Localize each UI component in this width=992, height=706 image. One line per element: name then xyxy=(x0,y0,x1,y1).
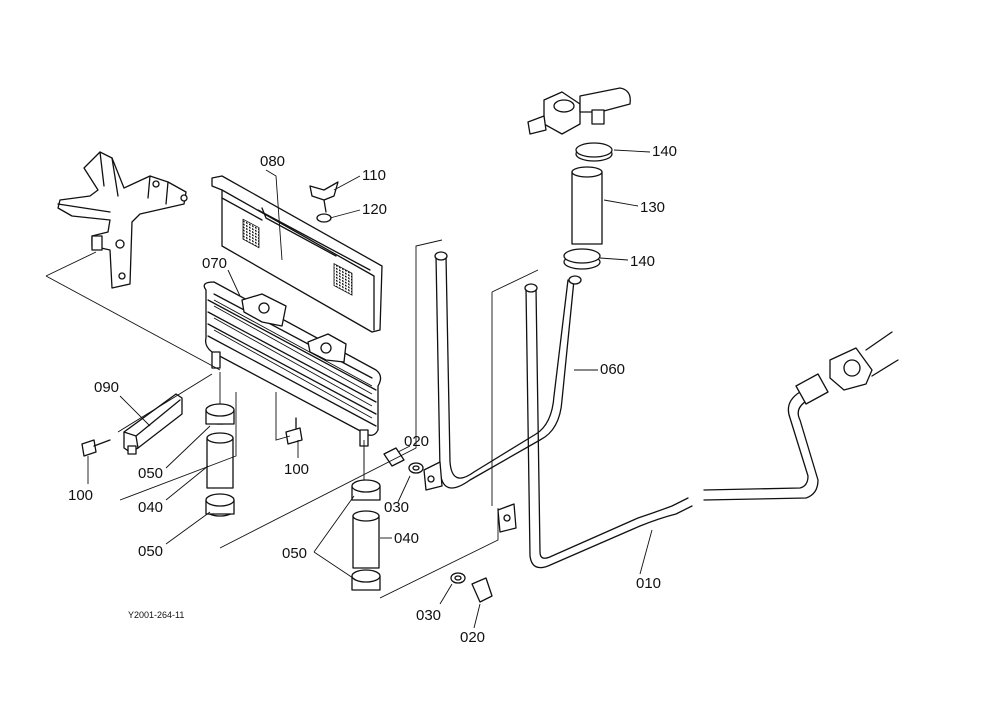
label-020-upper: 020 xyxy=(404,433,429,450)
shroud-plate xyxy=(211,175,383,333)
label-030-upper: 030 xyxy=(384,499,409,516)
pipe-060 xyxy=(423,251,582,491)
right-hose-assembly xyxy=(351,479,381,591)
label-080: 080 xyxy=(260,153,285,170)
support-bracket xyxy=(123,393,183,455)
label-050-lower: 050 xyxy=(138,543,163,560)
label-030-lower: 030 xyxy=(416,607,441,624)
oil-cooler xyxy=(203,281,382,447)
label-leaders xyxy=(87,149,653,629)
hose-clamp-lower xyxy=(563,248,601,270)
label-100-center: 100 xyxy=(284,461,309,478)
label-130: 130 xyxy=(640,199,665,216)
label-140-lower: 140 xyxy=(630,253,655,270)
washer-030-lower xyxy=(450,572,466,584)
bolt-020-lower xyxy=(471,577,493,603)
label-050-right: 050 xyxy=(282,545,307,562)
rubber-hose-130 xyxy=(571,166,603,245)
label-120: 120 xyxy=(362,201,387,218)
label-010: 010 xyxy=(636,575,661,592)
label-140-upper: 140 xyxy=(652,143,677,160)
label-060: 060 xyxy=(600,361,625,378)
assembly-lines xyxy=(45,239,539,599)
left-hose-assembly xyxy=(205,403,235,517)
label-040-right: 040 xyxy=(394,530,419,547)
wing-bolt xyxy=(309,181,339,213)
banjo-fitting xyxy=(527,87,631,135)
bolt-left xyxy=(81,439,111,457)
label-040-left: 040 xyxy=(138,499,163,516)
figure-reference: Y2001-264-11 xyxy=(128,610,184,620)
washer xyxy=(316,213,332,223)
mounting-bracket xyxy=(57,151,188,289)
label-090: 090 xyxy=(94,379,119,396)
bolt-center xyxy=(285,417,303,445)
label-100-left: 100 xyxy=(68,487,93,504)
label-020-lower: 020 xyxy=(460,629,485,646)
label-110: 110 xyxy=(362,167,386,184)
washer-030-upper xyxy=(408,462,424,474)
hose-clamp-upper xyxy=(575,142,613,162)
label-070: 070 xyxy=(202,255,227,272)
pipe-010 xyxy=(497,283,899,569)
label-050-upper: 050 xyxy=(138,465,163,482)
